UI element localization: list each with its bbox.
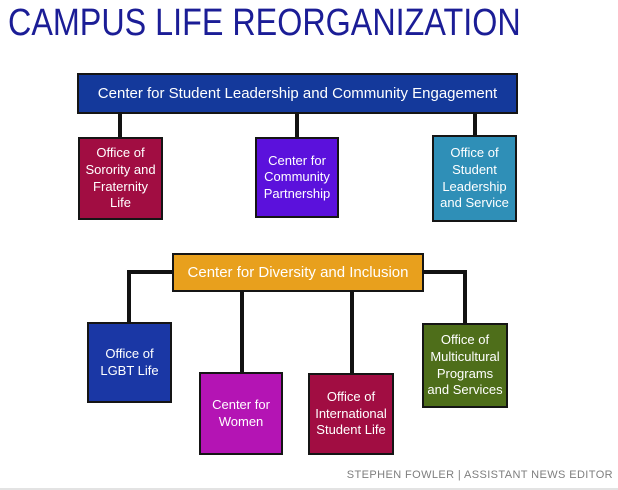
org-box-office-international-student-life: Office of International Student Life <box>308 373 394 455</box>
org-box-center-diversity-inclusion: Center for Diversity and Inclusion <box>172 253 424 292</box>
org-box-center-community-partnership: Center for Community Partnership <box>255 137 339 218</box>
org-box-office-sorority-fraternity-life: Office of Sorority and Fraternity Life <box>78 137 163 220</box>
connector-line <box>127 270 131 324</box>
org-box-office-lgbt-life: Office of LGBT Life <box>87 322 172 403</box>
org-box-center-for-women: Center for Women <box>199 372 283 455</box>
connector-line <box>463 270 467 325</box>
org-box-office-multicultural-programs-services: Office of Multicultural Programs and Ser… <box>422 323 508 408</box>
org-box-office-student-leadership-service: Office of Student Leadership and Service <box>432 135 517 222</box>
connector-line <box>473 112 477 137</box>
byline-credit: STEPHEN FOWLER | ASSISTANT NEWS EDITOR <box>346 469 613 481</box>
page-title: CAMPUS LIFE REORGANIZATION <box>8 2 521 44</box>
connector-line <box>118 112 122 139</box>
connector-line <box>240 291 244 373</box>
connector-line <box>350 291 354 374</box>
bottom-divider <box>0 488 618 490</box>
connector-line <box>423 270 467 274</box>
connector-line <box>295 112 299 139</box>
org-box-center-student-leadership-engagement: Center for Student Leadership and Commun… <box>77 73 518 114</box>
connector-line <box>127 270 172 274</box>
